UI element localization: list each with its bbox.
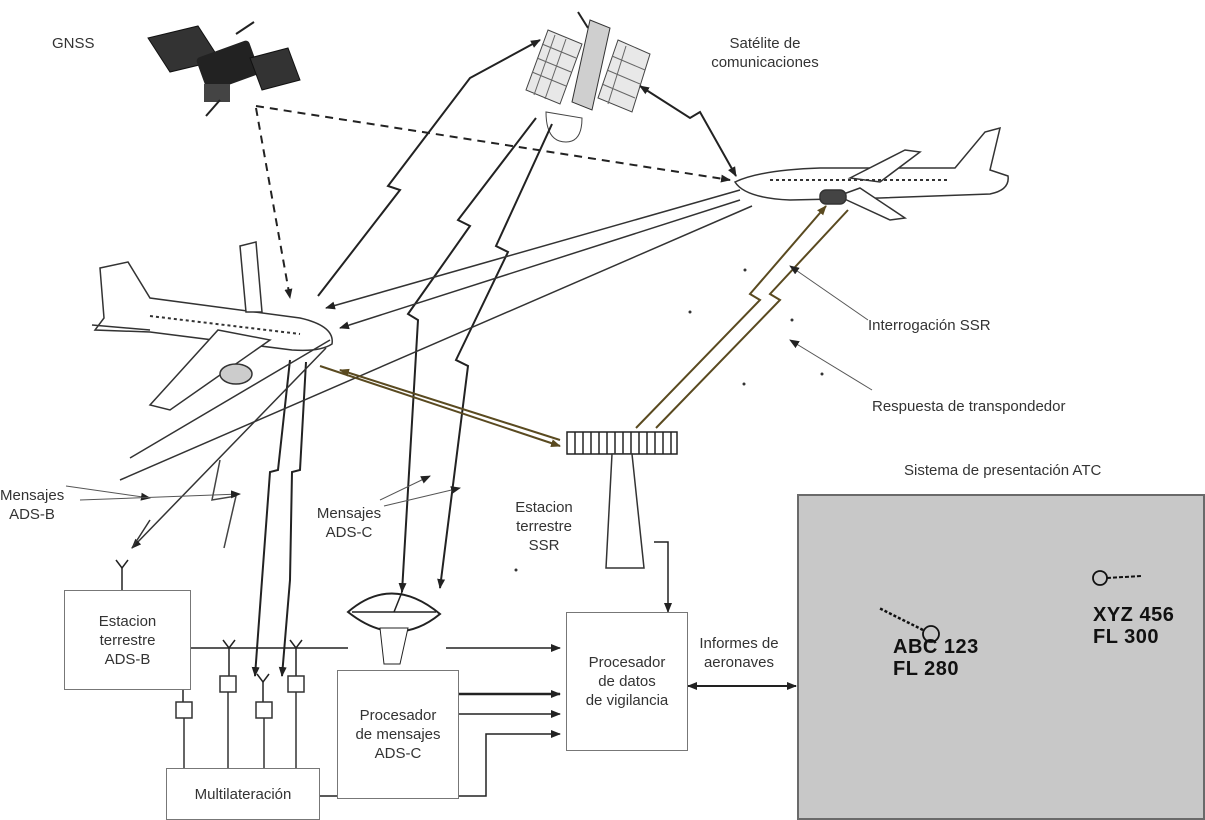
communications-satellite-icon xyxy=(525,11,651,143)
target-xyz-callsign: XYZ 456 xyxy=(1093,604,1175,626)
speckle-dots xyxy=(514,268,824,572)
target-xyz-label: XYZ 456 FL 300 xyxy=(1093,604,1174,648)
multilateration-receivers xyxy=(175,675,305,768)
surveillance-processor-box: Procesador de datos de vigilancia xyxy=(566,612,688,751)
adsb-broadcast-lines xyxy=(119,189,753,549)
target-abc-callsign: ABC 123 xyxy=(893,636,979,658)
adsc-processor-line1: Procesador xyxy=(359,707,437,724)
target-abc-label: ABC 123 FL 280 xyxy=(893,636,979,680)
adsb-messages-line2: ADS-B xyxy=(9,506,55,523)
atc-display-title: Sistema de presentación ATC xyxy=(904,462,1102,479)
adsb-messages-line1: Mensajes xyxy=(0,487,65,504)
adsb-ground-station-box: Estacion terrestre ADS-B xyxy=(64,590,191,690)
adsc-messages-line2: ADS-C xyxy=(325,524,373,541)
multilateration-box: Multilateración xyxy=(166,768,320,820)
adsc-messages-line1: Mensajes xyxy=(316,505,382,522)
comsat-label-line1: Satélite de xyxy=(729,35,801,52)
comsat-label: Satélite de comunicaciones xyxy=(700,34,830,72)
adsc-processor-box: Procesador de mensajes ADS-C xyxy=(337,670,459,799)
surveillance-processor-line3: de vigilancia xyxy=(585,692,669,709)
adsc-messages-label: Mensajes ADS-C xyxy=(306,504,392,542)
ssr-station-line2: terrestre xyxy=(516,518,572,535)
label-pointers xyxy=(65,265,873,507)
gnss-signal-lines xyxy=(255,105,731,299)
adsb-station-line2: terrestre xyxy=(99,631,156,649)
adsb-station-line3: ADS-B xyxy=(104,650,151,668)
comsat-label-line2: comunicaciones xyxy=(711,54,819,71)
surveillance-processor-line2: de datos xyxy=(598,673,656,690)
aircraft-left-icon xyxy=(91,241,333,411)
target-abc-symbol xyxy=(878,606,940,643)
atc-display-symbols xyxy=(878,570,1142,643)
target-abc-level: FL 280 xyxy=(893,658,959,680)
target-xyz-level: FL 300 xyxy=(1093,626,1159,648)
ssr-lines xyxy=(319,205,849,447)
aircraft-reports-line2: aeronaves xyxy=(703,654,775,671)
aircraft-reports-label: Informes de aeronaves xyxy=(686,634,792,672)
adsc-processor-line3: ADS-C xyxy=(374,745,422,762)
satellite-dish-icon xyxy=(346,591,442,665)
adsb-station-line1: Estacion xyxy=(98,612,157,630)
gnss-label: GNSS xyxy=(52,35,95,52)
surveillance-processor-line1: Procesador xyxy=(588,654,666,671)
adsc-processor-line2: de mensajes xyxy=(355,726,441,743)
datalink-zigzags xyxy=(251,39,737,677)
ssr-interrogation-label: Interrogación SSR xyxy=(868,317,991,334)
target-xyz-symbol xyxy=(1092,570,1142,586)
aircraft-right-icon xyxy=(733,126,1009,221)
ssr-station-line1: Estacion xyxy=(515,499,573,516)
gnss-satellite-icon xyxy=(147,21,301,117)
multilateration-label: Multilateración xyxy=(194,785,292,803)
ssr-station-line3: SSR xyxy=(528,537,560,554)
ssr-station-label: Estacion terrestre SSR xyxy=(504,498,584,555)
aircraft-reports-line1: Informes de xyxy=(699,635,779,652)
ssr-station-icon xyxy=(566,431,678,569)
adsb-messages-label: Mensajes ADS-B xyxy=(0,486,64,524)
atc-display-screen: XYZ 456 FL 300 ABC 123 FL 280 xyxy=(797,494,1205,820)
transponder-reply-label: Respuesta de transpondedor xyxy=(872,398,1066,415)
